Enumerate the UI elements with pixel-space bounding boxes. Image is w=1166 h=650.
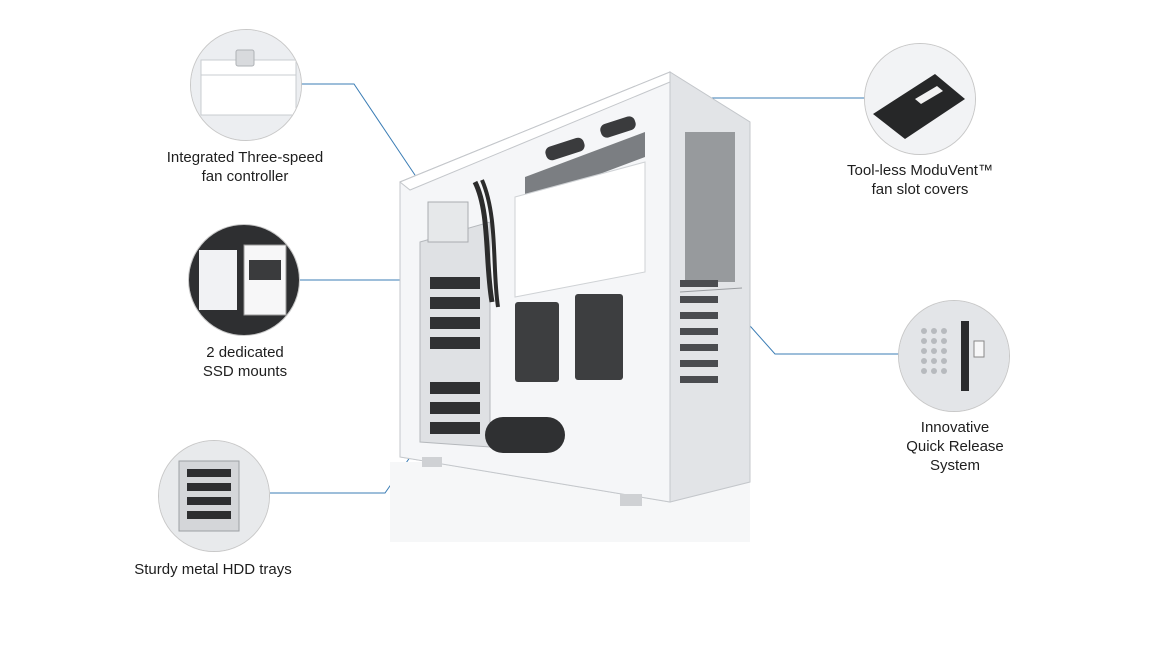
quick-release-label-line-2: Quick Release <box>906 438 1004 455</box>
fan-controller-label-line-2: fan controller <box>201 168 289 185</box>
ssd-mounts-label-line-2: SSD mounts <box>202 363 288 380</box>
ssd-mounts-label: 2 dedicated SSD mounts <box>170 343 320 381</box>
moduvent-label: Tool-less ModuVent™ fan slot covers <box>820 161 1020 199</box>
fan-controller-label: Integrated Three-speed fan controller <box>140 148 350 186</box>
quick-release-label-line-3: System <box>929 457 980 474</box>
pc-case-image <box>380 62 760 542</box>
moduvent-label-line-2: fan slot covers <box>871 181 969 198</box>
quick-release-label: Innovative Quick Release System <box>880 418 1030 475</box>
hdd-tray-closeup-icon <box>158 440 270 552</box>
pc-case-illustration <box>390 71 751 542</box>
fan-controller-label-line-1: Integrated Three-speed <box>166 149 324 166</box>
moduvent-cover-closeup-icon <box>864 43 976 155</box>
ssd-mount-closeup-icon <box>188 224 300 336</box>
quick-release-closeup-icon <box>898 300 1010 412</box>
moduvent-label-line-1: Tool-less ModuVent™ <box>847 162 993 179</box>
hdd-trays-label: Sturdy metal HDD trays <box>110 560 316 579</box>
hdd-trays-label-line-1: Sturdy metal HDD trays <box>134 561 292 578</box>
fan-controller-closeup-icon <box>190 29 302 141</box>
quick-release-label-line-1: Innovative <box>920 419 990 436</box>
ssd-mounts-label-line-1: 2 dedicated <box>206 344 284 361</box>
